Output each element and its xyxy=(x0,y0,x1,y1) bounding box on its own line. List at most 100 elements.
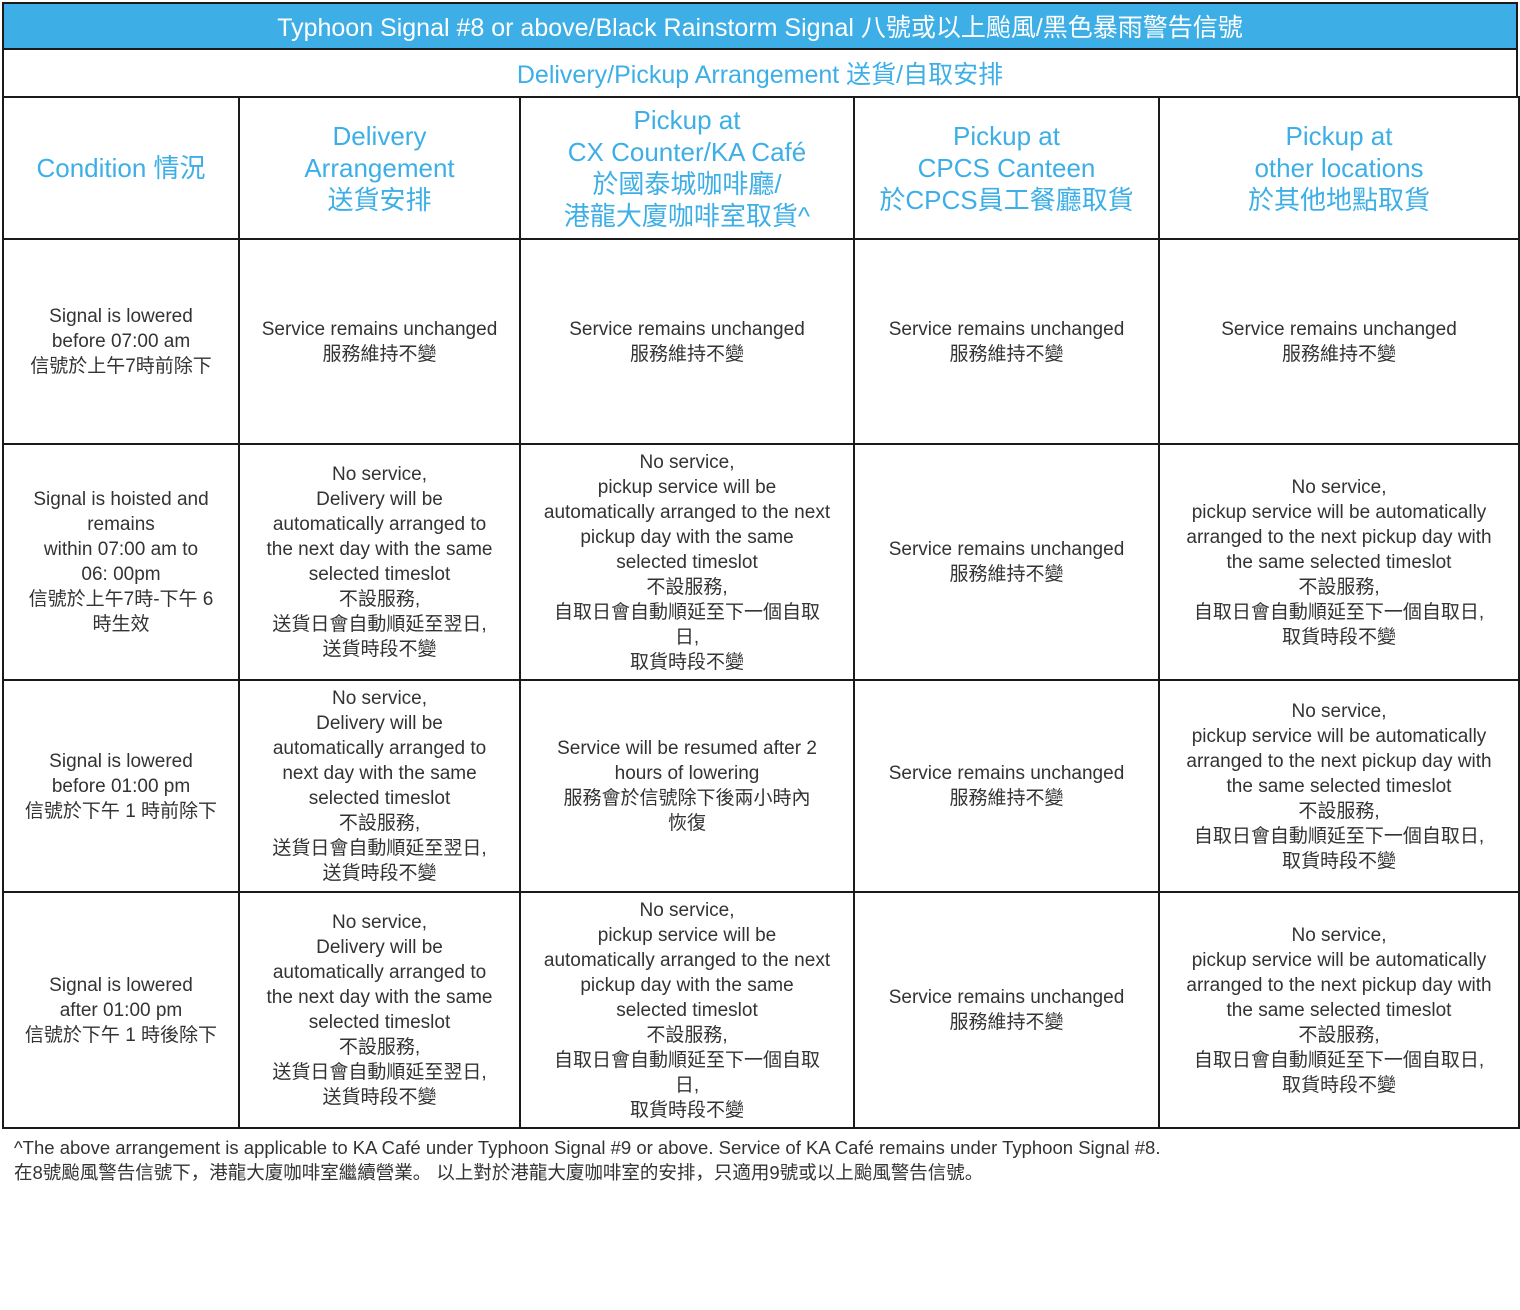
cell-line: the next day with the same xyxy=(266,987,493,1008)
cell-line: automatically arranged to the next xyxy=(543,949,831,971)
cell-line: 06: 00pm xyxy=(81,564,161,585)
header-line: 於其他地點取貨 xyxy=(1247,185,1430,215)
cell-line: pickup service will be automatically xyxy=(1191,501,1487,523)
cell-line: 服務維持不變 xyxy=(949,788,1064,809)
cell-line: next day with the same xyxy=(282,763,477,784)
cell-line: Service remains unchanged xyxy=(261,318,498,340)
delivery-cell: No service, Delivery will be automatical… xyxy=(238,891,521,1129)
cell-line: hours of lowering xyxy=(614,763,760,784)
header-line: 送貨安排 xyxy=(327,185,432,215)
cell-line: selected timeslot xyxy=(308,1012,451,1033)
cell-line: 日, xyxy=(674,1074,700,1096)
cell-line: No service, xyxy=(331,912,428,933)
cell-line: the next day with the same xyxy=(266,539,493,560)
cell-line: selected timeslot xyxy=(308,788,451,809)
condition-cell: Signal is lowered before 01:00 pm 信號於下午 … xyxy=(2,679,240,893)
cell-line: pickup service will be xyxy=(597,476,777,498)
header-line: Arrangement xyxy=(304,153,455,183)
cell-line: 日, xyxy=(674,626,700,648)
cell-line: the same selected timeslot xyxy=(1226,551,1452,573)
cell-line: No service, xyxy=(331,464,428,485)
cell-line: 信號於上午7時前除下 xyxy=(30,356,212,377)
cell-line: 取貨時段不變 xyxy=(1281,626,1396,648)
cell-line: 自取日會自動順延至下一個自取日, xyxy=(1193,825,1485,847)
footnote-chinese: 在8號颱風警告信號下，港龍大廈咖啡室繼續營業。 以上對於港龍大廈咖啡室的安排，只… xyxy=(14,1162,984,1183)
cell-line: 送貨日會自動順延至翌日, xyxy=(272,838,487,859)
cell-line: 取貨時段不變 xyxy=(1281,1074,1396,1096)
cell-line: 送貨時段不變 xyxy=(322,863,437,884)
cx-counter-cell: No service, pickup service will be autom… xyxy=(519,443,855,681)
cell-line: 自取日會自動順延至下一個自取日, xyxy=(1193,1049,1485,1071)
cx-counter-cell: Service will be resumed after 2 hours of… xyxy=(519,679,855,893)
cell-line: 服務維持不變 xyxy=(949,1012,1064,1033)
cell-line: Service remains unchanged xyxy=(888,987,1125,1008)
cell-line: 不設服務, xyxy=(338,589,421,610)
title-bar: Typhoon Signal #8 or above/Black Rainsto… xyxy=(2,2,1518,48)
cell-line: 自取日會自動順延至下一個自取日, xyxy=(1193,601,1485,623)
cell-line: pickup day with the same xyxy=(580,974,794,996)
cell-line: pickup service will be xyxy=(597,924,777,946)
cell-line: selected timeslot xyxy=(616,999,758,1021)
cell-line: arranged to the next pickup day with xyxy=(1186,750,1492,772)
cell-line: Service remains unchanged xyxy=(1221,318,1457,340)
cell-line: automatically arranged to the next xyxy=(543,501,831,523)
condition-cell: Signal is hoisted and remains within 07:… xyxy=(2,443,240,681)
cell-line: 取貨時段不變 xyxy=(629,651,744,673)
cell-line: 服務維持不變 xyxy=(949,564,1064,585)
footnote-english: ^The above arrangement is applicable to … xyxy=(14,1137,1161,1158)
page-title: Typhoon Signal #8 or above/Black Rainsto… xyxy=(277,14,1243,42)
header-line: Condition 情況 xyxy=(36,153,206,183)
header-line: 港龍大廈咖啡室取貨^ xyxy=(563,201,811,231)
cell-line: 取貨時段不變 xyxy=(1281,850,1396,872)
cell-line: No service, xyxy=(639,899,735,921)
header-line: Delivery xyxy=(332,121,427,151)
cell-line: within 07:00 am to xyxy=(43,539,199,560)
header-pickup-other-locations: Pickup at other locations 於其他地點取貨 xyxy=(1158,96,1520,240)
cell-line: Service remains unchanged xyxy=(888,318,1125,340)
cell-line: 自取日會自動順延至下一個自取 xyxy=(553,601,820,623)
cx-counter-cell: No service, pickup service will be autom… xyxy=(519,891,855,1129)
cell-line: Delivery will be xyxy=(316,713,443,734)
cell-line: Service remains unchanged xyxy=(888,763,1125,784)
cell-line: Service will be resumed after 2 xyxy=(557,738,817,759)
delivery-cell: Service remains unchanged 服務維持不變 xyxy=(238,238,521,445)
page-subtitle: Delivery/Pickup Arrangement 送貨/自取安排 xyxy=(516,61,1004,89)
cell-line: 自取日會自動順延至下一個自取 xyxy=(553,1049,820,1071)
cell-line: 不設服務, xyxy=(1298,800,1380,822)
cell-line: 送貨日會自動順延至翌日, xyxy=(272,614,487,635)
cell-line: 不設服務, xyxy=(646,1024,728,1046)
cpcs-canteen-cell: Service remains unchanged 服務維持不變 xyxy=(853,891,1160,1129)
cell-line: pickup day with the same xyxy=(580,526,794,548)
cx-counter-cell: Service remains unchanged 服務維持不變 xyxy=(519,238,855,445)
header-line: Pickup at xyxy=(953,121,1060,151)
cell-line: No service, xyxy=(1291,924,1387,946)
table-row: Signal is lowered after 01:00 pm 信號於下午 1… xyxy=(2,891,1520,1129)
cell-line: 服務維持不變 xyxy=(949,343,1064,365)
arrangement-sheet: Typhoon Signal #8 or above/Black Rainsto… xyxy=(2,2,1520,1185)
cell-line: after 01:00 pm xyxy=(59,999,183,1021)
cell-line: the same selected timeslot xyxy=(1226,775,1452,797)
cell-line: 恢復 xyxy=(667,813,706,834)
cell-line: 服務會於信號除下後兩小時內 xyxy=(563,788,811,809)
subtitle-bar: Delivery/Pickup Arrangement 送貨/自取安排 xyxy=(2,48,1518,96)
cell-line: before 01:00 pm xyxy=(51,775,191,797)
cell-line: pickup service will be automatically xyxy=(1191,949,1487,971)
cell-line: selected timeslot xyxy=(308,564,451,585)
header-delivery: Delivery Arrangement 送貨安排 xyxy=(238,96,521,240)
cell-line: 不設服務, xyxy=(338,813,421,834)
cell-line: 信號於上午7時-下午 6 xyxy=(28,589,214,610)
header-pickup-cpcs-canteen: Pickup at CPCS Canteen 於CPCS員工餐廳取貨 xyxy=(853,96,1160,240)
table-row: Signal is lowered before 07:00 am 信號於上午7… xyxy=(2,238,1520,445)
other-locations-cell: Service remains unchanged 服務維持不變 xyxy=(1158,238,1520,445)
cell-line: Service remains unchanged xyxy=(569,318,805,340)
cell-line: automatically arranged to xyxy=(272,962,487,983)
cell-line: automatically arranged to xyxy=(272,738,487,759)
table-row: Signal is lowered before 01:00 pm 信號於下午 … xyxy=(2,679,1520,893)
header-line: 於國泰城咖啡廳/ xyxy=(592,169,782,199)
cpcs-canteen-cell: Service remains unchanged 服務維持不變 xyxy=(853,679,1160,893)
cell-line: arranged to the next pickup day with xyxy=(1186,974,1492,996)
cell-line: Signal is hoisted and xyxy=(33,489,209,510)
arrangement-table: Condition 情況 Delivery Arrangement 送貨安排 P… xyxy=(2,96,1520,1129)
cell-line: Signal is lowered xyxy=(49,974,193,996)
condition-cell: Signal is lowered after 01:00 pm 信號於下午 1… xyxy=(2,891,240,1129)
